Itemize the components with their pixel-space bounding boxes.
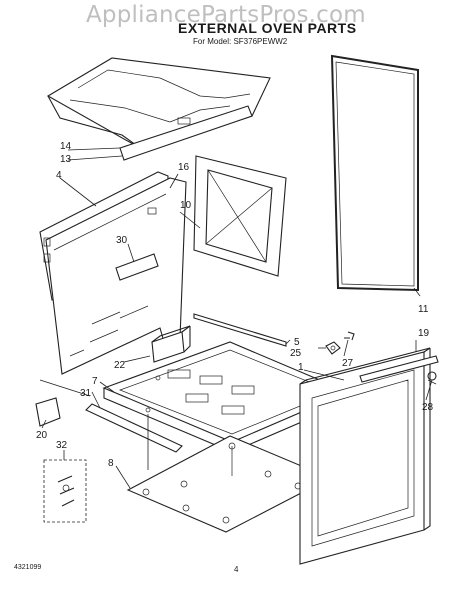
side-panel-assembly[interactable]: [39, 171, 187, 375]
callout-4: 4: [56, 170, 62, 181]
callout-27: 27: [342, 358, 354, 369]
callout-13: 13: [60, 154, 72, 165]
model-label: For Model: SF376PEWW2: [193, 37, 288, 46]
callout-5: 5: [294, 337, 300, 348]
rail-strip[interactable]: [193, 313, 287, 347]
bracket-part[interactable]: [115, 253, 159, 281]
door-knob-part[interactable]: [427, 371, 437, 385]
callout-1: 1: [298, 362, 304, 373]
callout-8: 8: [108, 458, 114, 469]
front-strip[interactable]: [85, 403, 183, 453]
door-gasket[interactable]: [330, 54, 419, 292]
callout-25: 25: [290, 348, 302, 359]
callout-14: 14: [60, 141, 72, 152]
callout-31: 31: [80, 388, 92, 399]
callout-16: 16: [178, 162, 190, 173]
document-number: 4321099: [14, 564, 42, 571]
hinge-part[interactable]: [325, 341, 341, 355]
control-bracket[interactable]: [151, 325, 191, 363]
oven-door-assembly[interactable]: [299, 347, 439, 565]
callout-22: 22: [114, 360, 126, 371]
callout-32: 32: [56, 440, 68, 451]
callout-7: 7: [92, 376, 98, 387]
callout-11: 11: [418, 304, 429, 315]
hardware-kit[interactable]: [43, 459, 87, 523]
callout-19: 19: [418, 328, 430, 339]
callout-20: 20: [36, 430, 48, 441]
callout-10: 10: [180, 200, 192, 211]
watermark: AppliancePartsPros.com: [86, 2, 366, 28]
oven-front-frame[interactable]: [193, 155, 287, 277]
page-number: 4: [234, 565, 239, 574]
screw-part[interactable]: [344, 331, 355, 341]
top-cover-panel[interactable]: [46, 57, 271, 161]
diagram-title: EXTERNAL OVEN PARTS: [178, 20, 357, 36]
callout-30: 30: [116, 235, 128, 246]
vent-cover-part[interactable]: [35, 397, 61, 427]
callout-28: 28: [422, 402, 434, 413]
